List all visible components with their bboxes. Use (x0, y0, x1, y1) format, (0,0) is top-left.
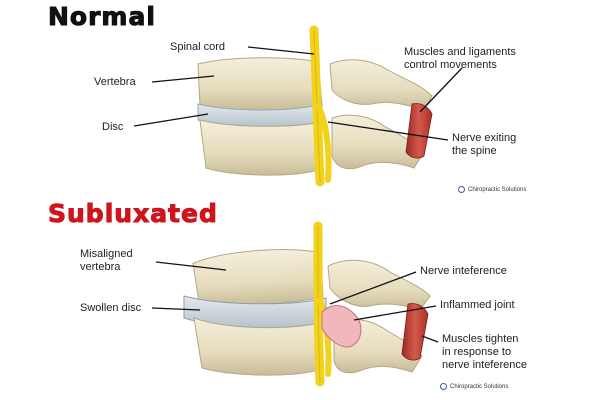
misaligned-vertebra-label-line1: Misaligned (80, 248, 133, 260)
normal-spine-illustration (197, 25, 433, 187)
subluxated-spine-illustration (183, 221, 431, 387)
chiropractic-logo-icon (440, 383, 447, 390)
muscles-tighten-label-line1: Muscles tighten (442, 333, 519, 345)
normal-credit-text: Chiropractic Solutions (468, 186, 527, 193)
chiropractic-logo-icon (458, 186, 465, 193)
subluxated-credit-text: Chiropractic Solutions (450, 383, 509, 390)
disc-label: Disc (102, 121, 124, 133)
muscles-ligaments-label-line1: Muscles and ligaments (404, 46, 516, 58)
subluxated-muscle (401, 303, 429, 361)
subluxated-upper-vertebra (192, 249, 324, 306)
spinal-cord-label: Spinal cord (170, 41, 226, 53)
muscles-ligaments-label-line2: control movements (404, 59, 497, 71)
muscles-tighten-label-line2: in response to (442, 346, 512, 358)
swollen-disc-label: Swollen disc (80, 302, 142, 314)
vertebra-label: Vertebra (94, 76, 136, 88)
normal-lower-process (331, 114, 425, 170)
normal-nerve-root (315, 103, 332, 183)
muscles-tighten-label-line3: nerve inteference (442, 359, 527, 371)
misaligned-vertebra-label-line2: vertebra (80, 261, 121, 273)
nerve-exiting-label-line2: the spine (452, 145, 497, 157)
subluxated-leader-lines (151, 261, 439, 343)
normal-lower-vertebra (199, 119, 323, 176)
nerve-exiting-label-line1: Nerve exiting (452, 132, 517, 144)
normal-heading: Normal (48, 2, 156, 31)
normal-muscle (405, 103, 433, 159)
inflamed-joint-label: Inflammed joint (440, 299, 515, 311)
subluxated-inflamed-joint (321, 305, 362, 348)
nerve-interference-label: Nerve inteference (420, 265, 507, 277)
normal-credit: Chiropractic Solutions (458, 186, 526, 193)
normal-upper-vertebra (197, 57, 323, 111)
normal-leader-lines (133, 46, 463, 141)
subluxated-credit: Chiropractic Solutions (440, 383, 508, 390)
subluxated-heading: Subluxated (48, 199, 218, 228)
